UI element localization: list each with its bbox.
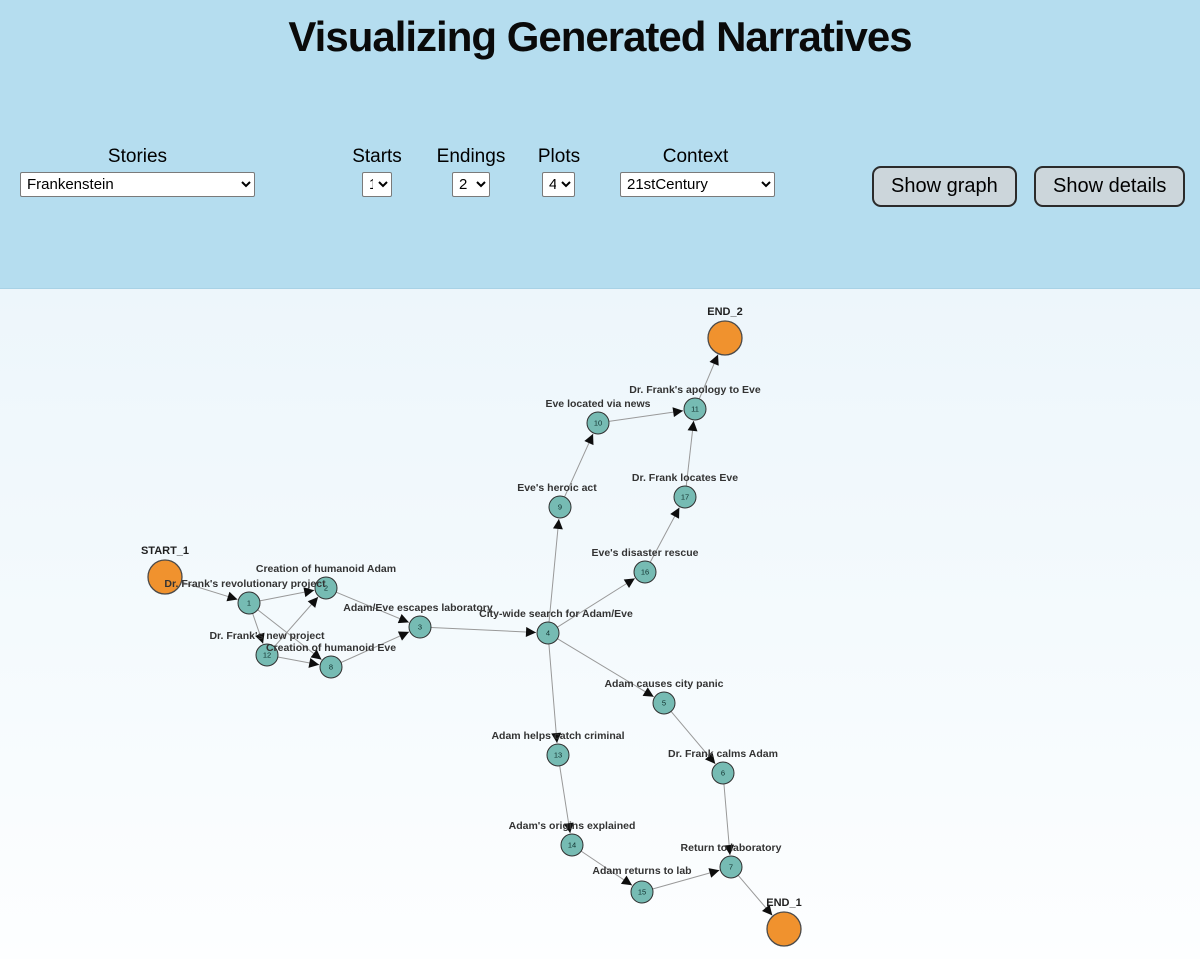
graph-edge-1-2 xyxy=(259,587,315,602)
node-label-9: Eve's heroic act xyxy=(517,482,597,494)
stories-select[interactable]: Frankenstein xyxy=(20,172,255,197)
show-graph-button[interactable]: Show graph xyxy=(872,166,1017,207)
graph-edge-11-END_2 xyxy=(698,354,719,400)
graph-edge-4-5 xyxy=(557,638,654,698)
node-label-8: Creation of humanoid Eve xyxy=(266,642,396,654)
starts-select[interactable]: 1 xyxy=(362,172,392,197)
graph-node-3[interactable]: 3 xyxy=(408,615,432,639)
graph-edge-4-9 xyxy=(548,518,563,623)
graph-node-17[interactable]: 17 xyxy=(673,485,697,509)
graph-node-12[interactable]: 12 xyxy=(255,643,279,667)
graph-edge-1-8 xyxy=(257,609,322,661)
plots-label: Plots xyxy=(537,146,581,167)
graph-edge-3-4 xyxy=(430,626,537,637)
starts-label: Starts xyxy=(352,146,402,167)
graph-node-5[interactable]: 5 xyxy=(652,691,676,715)
graph-edge-10-11 xyxy=(608,407,684,422)
stories-label: Stories xyxy=(107,146,168,167)
node-label-4: City-wide search for Adam/Eve xyxy=(479,608,633,620)
graph-edge-START_1-1 xyxy=(181,581,238,602)
node-label-3: Adam/Eve escapes laboratory xyxy=(343,602,493,614)
endpoint-label-END_2: END_2 xyxy=(707,306,742,318)
graph-edge-6-7 xyxy=(723,783,735,856)
node-label-6: Dr. Frank calms Adam xyxy=(668,748,778,760)
graph-node-16[interactable]: 16 xyxy=(633,560,657,584)
graph-edge-8-3 xyxy=(340,631,410,663)
plots-select[interactable]: 4 xyxy=(542,172,575,197)
edges-layer xyxy=(181,354,773,916)
graph-edge-13-14 xyxy=(559,765,574,834)
graph-node-14[interactable]: 14 xyxy=(560,833,584,857)
show-details-button[interactable]: Show details xyxy=(1034,166,1186,207)
header-panel: Visualizing Generated Narratives Stories… xyxy=(0,0,1200,289)
context-select[interactable]: 21stCentury xyxy=(620,172,775,197)
graph-edge-17-11 xyxy=(685,420,698,487)
graph-edge-4-13 xyxy=(548,643,562,744)
node-label-5: Adam causes city panic xyxy=(604,678,723,690)
graph-edge-2-3 xyxy=(335,591,410,624)
endings-label: Endings xyxy=(436,146,506,167)
node-label-17: Dr. Frank locates Eve xyxy=(632,472,738,484)
graph-edge-12-2 xyxy=(273,596,319,648)
graph-edge-12-8 xyxy=(277,656,320,668)
graph-edge-9-10 xyxy=(564,433,594,498)
graph-node-1[interactable]: 1 xyxy=(237,591,261,615)
graph-edge-16-17 xyxy=(649,507,680,563)
node-label-2: Creation of humanoid Adam xyxy=(256,563,396,575)
graph-node-START_1[interactable] xyxy=(147,559,183,595)
node-label-15: Adam returns to lab xyxy=(592,865,691,877)
graph-node-10[interactable]: 10 xyxy=(586,411,610,435)
graph-edge-5-6 xyxy=(670,711,716,765)
endings-select[interactable]: 2 xyxy=(452,172,490,197)
graph-node-END_2[interactable] xyxy=(707,320,743,356)
graph-edge-7-END_1 xyxy=(737,875,773,916)
graph-node-6[interactable]: 6 xyxy=(711,761,735,785)
node-label-12: Dr. Frank's new project xyxy=(209,630,325,642)
graph-edge-15-7 xyxy=(652,868,720,890)
graph-edge-14-15 xyxy=(580,850,633,886)
endpoint-label-END_1: END_1 xyxy=(766,897,801,909)
graph-node-END_1[interactable] xyxy=(766,911,802,947)
context-label: Context xyxy=(662,146,729,167)
graph-node-4[interactable]: 4 xyxy=(536,621,560,645)
graph-edge-1-12 xyxy=(252,613,265,644)
node-label-13: Adam helps catch criminal xyxy=(491,730,624,742)
node-label-14: Adam's origins explained xyxy=(509,820,636,832)
graph-node-11[interactable]: 11 xyxy=(683,397,707,421)
node-label-10: Eve located via news xyxy=(545,398,650,410)
page-title: Visualizing Generated Narratives xyxy=(288,13,912,60)
graph-node-15[interactable]: 15 xyxy=(630,880,654,904)
graph-node-8[interactable]: 8 xyxy=(319,655,343,679)
graph-node-2[interactable]: 2 xyxy=(314,576,338,600)
node-label-11: Dr. Frank's apology to Eve xyxy=(629,384,761,396)
endpoint-label-START_1: START_1 xyxy=(141,545,189,557)
node-label-16: Eve's disaster rescue xyxy=(592,547,699,559)
graph-node-9[interactable]: 9 xyxy=(548,495,572,519)
node-label-7: Return to laboratory xyxy=(681,842,782,854)
graph-node-7[interactable]: 7 xyxy=(719,855,743,879)
graph-node-13[interactable]: 13 xyxy=(546,743,570,767)
graph-edge-4-16 xyxy=(557,577,636,628)
